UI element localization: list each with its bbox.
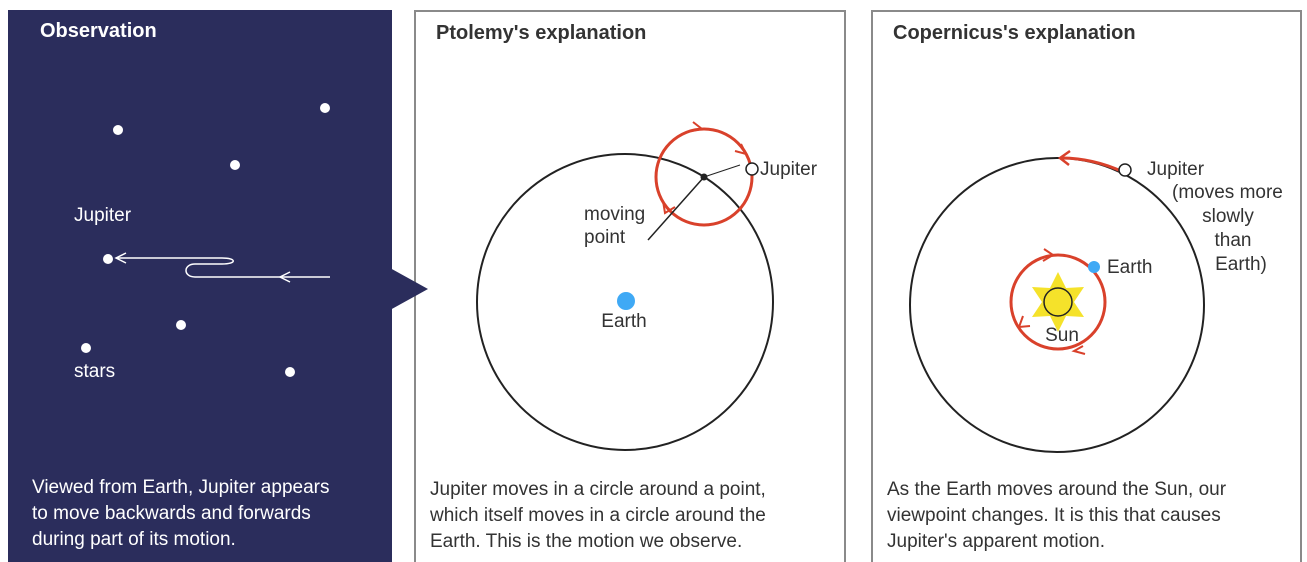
observation-stars-label: stars [74, 361, 115, 382]
pointer-triangle [390, 268, 428, 310]
copernicus-sun-label: Sun [1045, 325, 1079, 346]
ptolemy-jupiter-label: Jupiter [760, 159, 818, 180]
earth-orbit-arrow [1074, 346, 1085, 354]
jupiter-dot [103, 254, 113, 264]
star-dot [113, 125, 123, 135]
copernicus-jupiter-label: Jupiter [1147, 159, 1205, 180]
copernicus-earth-label: Earth [1107, 257, 1152, 278]
star-dot [81, 343, 91, 353]
observation-jupiter-label: Jupiter [74, 205, 132, 226]
earth-orbit-arrow [1019, 316, 1030, 327]
star-dot [230, 160, 240, 170]
copernicus-jupiter [1119, 164, 1131, 176]
epicycle-radius [704, 165, 740, 177]
star-dot [176, 320, 186, 330]
copernicus-earth-dot [1088, 261, 1100, 273]
jupiter-note-line: slowly [1202, 206, 1254, 227]
jupiter-note-line: (moves more [1172, 182, 1283, 203]
ptolemy-earth-label: Earth [601, 311, 646, 332]
earth-dot [617, 292, 635, 310]
jupiter-note-line: Earth) [1215, 254, 1267, 275]
star-dot [285, 367, 295, 377]
jupiter-note-line: than [1215, 230, 1252, 251]
sun-disc [1044, 288, 1072, 316]
ptolemy-jupiter [746, 163, 758, 175]
moving-point-label: moving [584, 204, 645, 225]
star-dot [320, 103, 330, 113]
retrograde-path [117, 258, 330, 277]
moving-point-label: point [584, 227, 626, 248]
